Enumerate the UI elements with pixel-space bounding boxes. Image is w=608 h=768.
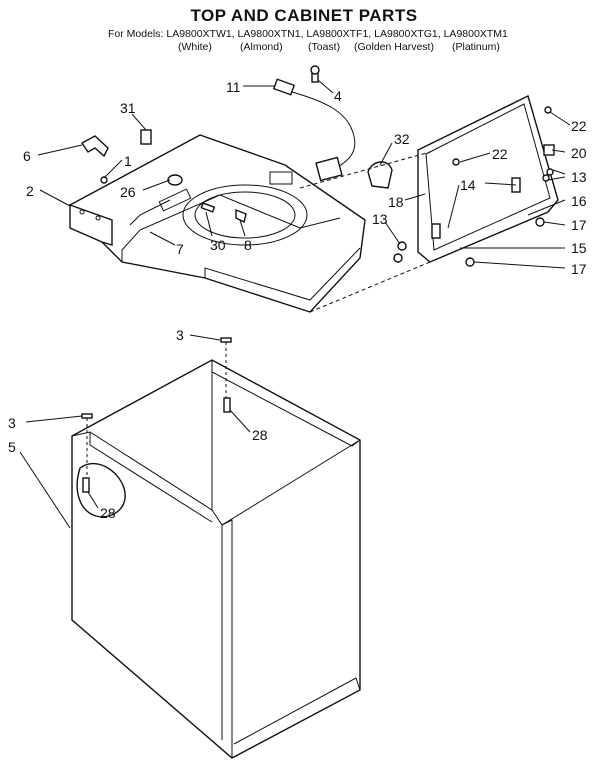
callout-32: 32 <box>394 131 410 147</box>
knob-part-26 <box>167 174 183 186</box>
callout-13-left: 13 <box>372 211 388 227</box>
assembly-links <box>299 151 431 313</box>
switch-harness <box>272 65 356 182</box>
callout-20: 20 <box>571 145 587 161</box>
callout-3-upper: 3 <box>176 327 184 343</box>
screw-part-30 <box>200 202 216 213</box>
callout-7: 7 <box>176 241 184 257</box>
hinge-cover-part-32 <box>367 161 393 189</box>
top-panel <box>68 134 366 313</box>
part-8 <box>235 208 247 224</box>
callout-28-upper: 28 <box>252 427 268 443</box>
color-golden-harvest: (Golden Harvest) <box>354 41 434 53</box>
diagram-title: TOP AND CABINET PARTS <box>190 6 418 25</box>
callout-15: 15 <box>571 240 587 256</box>
callout-30: 30 <box>210 237 226 253</box>
lid-frame <box>393 95 559 267</box>
callout-6: 6 <box>23 148 31 164</box>
callout-13-right: 13 <box>571 169 587 185</box>
clip-part-31 <box>140 129 152 145</box>
rear-bracket <box>69 204 113 246</box>
callout-14: 14 <box>460 177 476 193</box>
callout-5: 5 <box>8 439 16 455</box>
callout-17-lower: 17 <box>571 261 587 277</box>
color-white: (White) <box>178 41 212 53</box>
screw-part-1 <box>100 176 108 184</box>
callout-17-upper: 17 <box>571 217 587 233</box>
callout-22-inner: 22 <box>492 146 508 162</box>
callout-3-lower: 3 <box>8 415 16 431</box>
clip-part-6 <box>80 135 109 158</box>
cabinet <box>71 337 361 759</box>
callout-16: 16 <box>571 193 587 209</box>
callout-8: 8 <box>244 237 252 253</box>
callout-1: 1 <box>124 153 132 169</box>
model-list: For Models: LA9800XTW1, LA9800XTN1, LA98… <box>108 28 508 40</box>
callout-4: 4 <box>334 88 342 104</box>
callout-28-lower: 28 <box>100 505 116 521</box>
callout-2: 2 <box>26 183 34 199</box>
color-toast: (Toast) <box>308 41 341 53</box>
callout-11: 11 <box>226 79 241 95</box>
color-almond: (Almond) <box>240 41 283 53</box>
callout-18: 18 <box>388 194 404 210</box>
callout-31: 31 <box>120 100 136 116</box>
leader-lines <box>19 79 571 529</box>
callout-22-outer: 22 <box>571 118 587 134</box>
color-platinum: (Platinum) <box>452 41 500 53</box>
callout-26: 26 <box>120 184 136 200</box>
callout-labels: 6 1 2 31 26 7 30 8 11 4 32 18 22 14 22 2… <box>8 79 587 521</box>
